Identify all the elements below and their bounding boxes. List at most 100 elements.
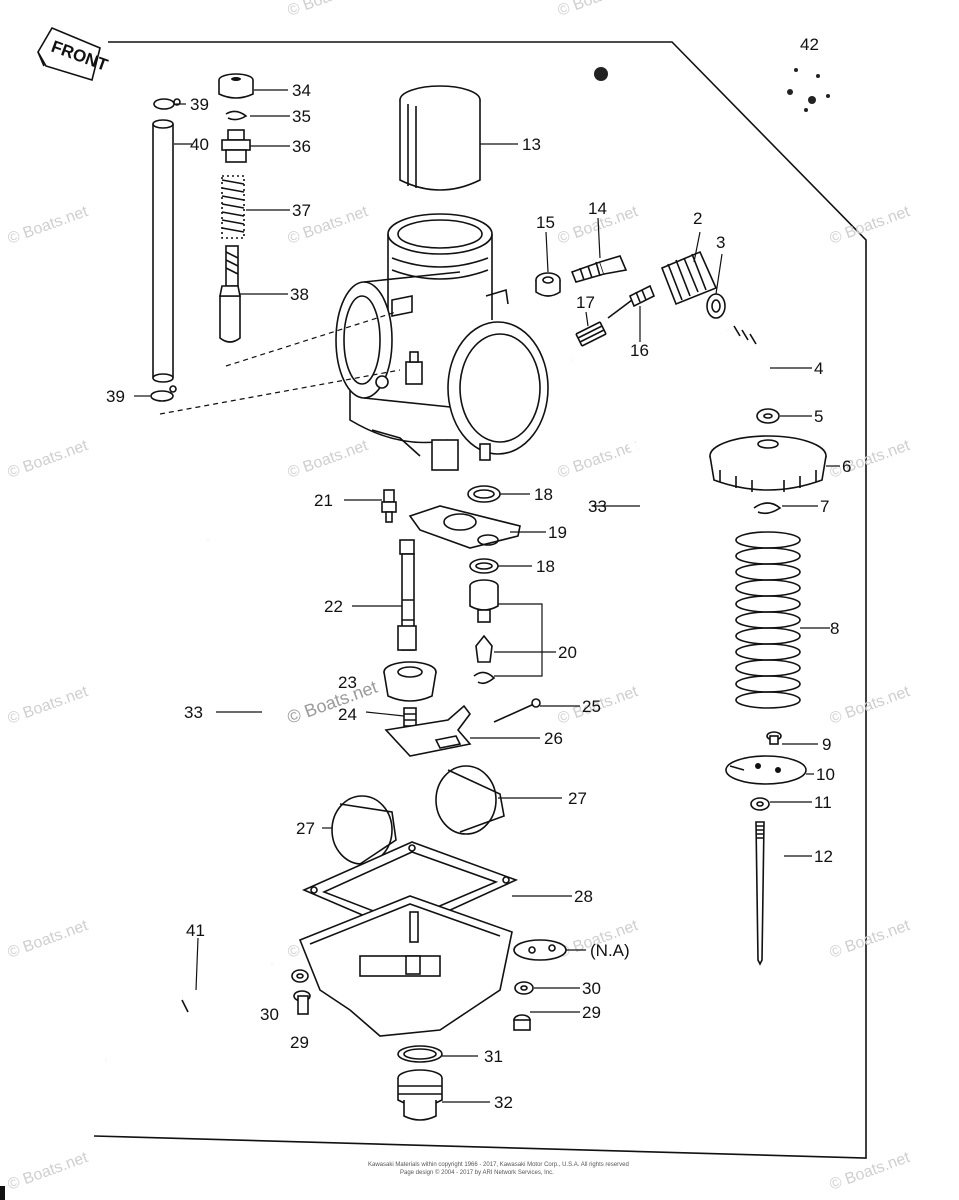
part-fitting: [221, 129, 251, 163]
part-plate-screw: [766, 731, 782, 745]
callout-41: 41: [186, 921, 205, 940]
callout-31: 31: [484, 1047, 503, 1066]
part-washer: [756, 408, 780, 424]
callout-27-right: 27: [568, 789, 587, 808]
callout-23: 23: [338, 673, 357, 692]
callout-30-left: 30: [260, 1005, 279, 1024]
part-cable-adjuster: [660, 250, 718, 306]
callout-22: 22: [324, 597, 343, 616]
callout-38: 38: [290, 285, 309, 304]
svg-text:© Boats.net: © Boats.net: [828, 683, 913, 728]
svg-text:© Boats.net: © Boats.net: [6, 1149, 91, 1194]
part-float-arm: [384, 704, 472, 757]
page-number: 42: [800, 35, 819, 54]
part-needle-washer: [750, 797, 770, 811]
callout-40: 40: [190, 135, 209, 154]
callout-2: 2: [693, 209, 702, 228]
part-na-cover: [513, 939, 567, 961]
callout-37: 37: [292, 201, 311, 220]
print-speckle: [594, 67, 830, 112]
part-cap: [218, 73, 254, 99]
callout-19: 19: [548, 523, 567, 542]
callout-18a: 18: [534, 485, 553, 504]
svg-text:© Boats.net: © Boats.net: [6, 437, 91, 482]
part-valve-clip: [473, 671, 496, 685]
callout-17: 17: [576, 293, 595, 312]
part-drain-plug: [397, 1069, 443, 1121]
corner-mark: [0, 1186, 5, 1200]
callout-34: 34: [292, 81, 311, 100]
part-washer-left: [291, 969, 309, 983]
callout-28: 28: [574, 887, 593, 906]
part-starter-plunger: [219, 245, 241, 343]
callout-14: 14: [588, 199, 607, 218]
part-small-spring: [221, 175, 245, 239]
part-clip: [225, 110, 248, 121]
part-o-ring-lower: [469, 558, 499, 574]
part-o-ring-bottom: [150, 385, 177, 402]
callout-7: 7: [820, 497, 829, 516]
callout-27-left: 27: [296, 819, 315, 838]
svg-text:© Boats.net: © Boats.net: [286, 0, 371, 20]
svg-text:© Boats.net: © Boats.net: [828, 203, 913, 248]
part-needle-plate: [725, 755, 807, 785]
callout-39-top: 39: [190, 95, 209, 114]
part-jet-holder: [383, 661, 437, 702]
axis-line-lower: [159, 369, 401, 415]
callout-29-left: 29: [290, 1033, 309, 1052]
callout-15: 15: [536, 213, 555, 232]
svg-text:© Boats.net: © Boats.net: [285, 677, 380, 728]
svg-text:© Boats.net: © Boats.net: [828, 437, 913, 482]
svg-text:© Boats.net: © Boats.net: [828, 917, 913, 962]
part-mixing-chamber-top: [709, 435, 827, 492]
svg-text:© Boats.net: © Boats.net: [828, 1149, 913, 1194]
part-screw-right: [513, 1014, 531, 1031]
callout-33-left: 33: [184, 703, 203, 722]
part-float-pin: [493, 698, 541, 723]
part-needle-jet-holder-plate: [408, 505, 521, 549]
svg-text:© Boats.net: © Boats.net: [556, 0, 641, 20]
front-arrow-tag: FRONT: [37, 26, 111, 82]
callout-32: 32: [494, 1093, 513, 1112]
diagram-frame: [93, 41, 867, 1159]
callout-20: 20: [558, 643, 577, 662]
part-pilot-screw: [607, 284, 656, 319]
callout-18b: 18: [536, 557, 555, 576]
axis-line-upper: [225, 311, 397, 367]
svg-text:© Boats.net: © Boats.net: [6, 683, 91, 728]
part-needle-jet: [397, 539, 417, 651]
callout-3: 3: [716, 233, 725, 252]
part-throttle-spring: [735, 531, 801, 709]
part-pilot-spring: [575, 321, 607, 347]
part-vent-hose-right: [571, 359, 691, 701]
part-locknut: [706, 293, 726, 319]
callout-10: 10: [816, 765, 835, 784]
callout-6: 6: [842, 457, 851, 476]
callout-21: 21: [314, 491, 333, 510]
part-carburetor-body: [335, 213, 549, 471]
svg-text:© Boats.net: © Boats.net: [6, 917, 91, 962]
part-cable-guide-pipe: [726, 324, 774, 397]
callout-39-bottom: 39: [106, 387, 125, 406]
callout-16: 16: [630, 341, 649, 360]
copyright-line-1: Kawasaki Materials within copyright 1966…: [368, 1162, 629, 1168]
part-o-ring-upper: [467, 485, 501, 503]
part-float-bowl: [298, 895, 513, 1037]
callout-5: 5: [814, 407, 823, 426]
part-o-ring-top: [153, 98, 181, 110]
callout-12: 12: [814, 847, 833, 866]
part-air-screw: [570, 255, 628, 283]
callout-8: 8: [830, 619, 839, 638]
part-float-right: [435, 765, 505, 835]
callout-na: (N.A): [590, 941, 630, 960]
callout-26: 26: [544, 729, 563, 748]
callout-24: 24: [338, 705, 357, 724]
part-float-valve: [469, 579, 499, 623]
part-drain-gasket: [397, 1045, 443, 1063]
part-washer-right: [514, 981, 534, 995]
callout-29-right: 29: [582, 1003, 601, 1022]
callout-25: 25: [582, 697, 601, 716]
part-main-jet: [403, 707, 417, 727]
callout-13: 13: [522, 135, 541, 154]
